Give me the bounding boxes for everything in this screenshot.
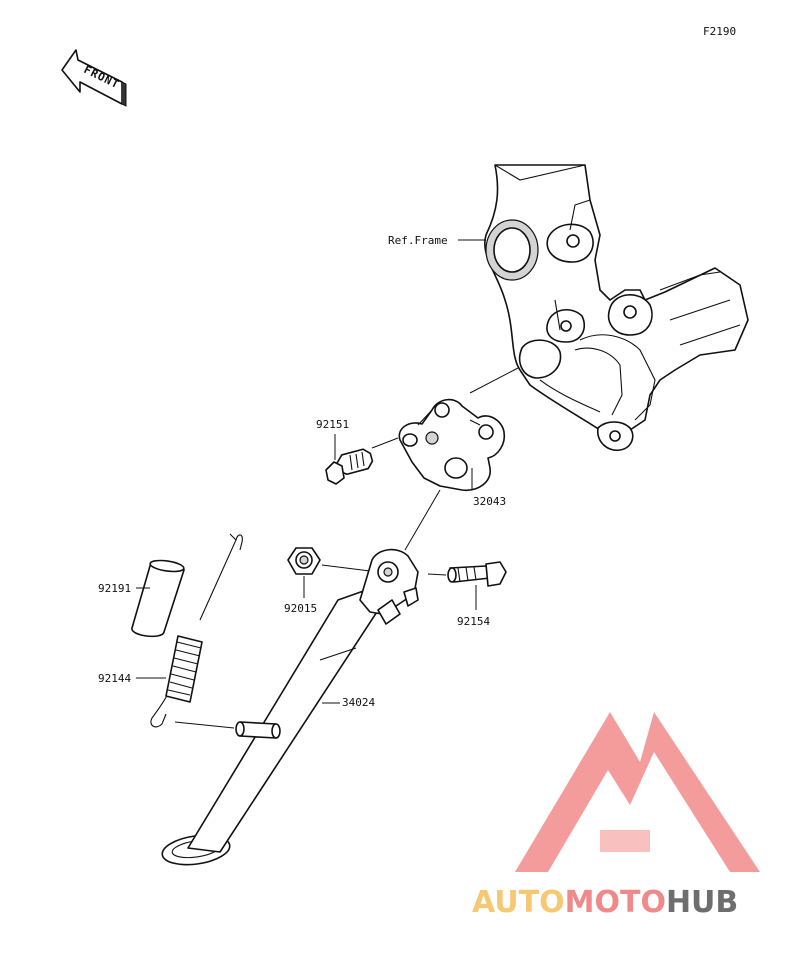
part-92144-spring bbox=[150, 533, 243, 728]
watermark-triangle-icon bbox=[515, 712, 760, 872]
front-arrow-icon: FRONT bbox=[61, 49, 127, 107]
part-pin bbox=[235, 721, 281, 739]
watermark-text-auto: AUTO bbox=[472, 885, 565, 920]
diagram-code: F2190 bbox=[703, 25, 736, 38]
label-92151: 92151 bbox=[316, 418, 349, 431]
watermark-text-hub: HUB bbox=[666, 885, 738, 920]
part-92191-tube bbox=[131, 559, 185, 638]
label-ref-frame: Ref.Frame bbox=[388, 234, 448, 247]
part-92154-bolt bbox=[447, 561, 507, 587]
label-92015: 92015 bbox=[284, 602, 317, 615]
part-92015-nut bbox=[287, 547, 321, 575]
label-92154: 92154 bbox=[457, 615, 490, 628]
watermark-text-moto: MOTO bbox=[565, 885, 666, 920]
part-32043-bracket bbox=[398, 398, 506, 492]
frame bbox=[484, 164, 749, 452]
svg-text:AUTOMOTOHUB: AUTOMOTOHUB bbox=[472, 885, 738, 920]
label-32043: 32043 bbox=[473, 495, 506, 508]
label-34024: 34024 bbox=[342, 696, 375, 709]
part-92151-bolt bbox=[325, 448, 374, 485]
watermark-logo: AUTOMOTOHUB bbox=[472, 712, 760, 920]
label-92191: 92191 bbox=[98, 582, 131, 595]
part-34024-side-stand bbox=[161, 548, 419, 866]
label-92144: 92144 bbox=[98, 672, 131, 685]
